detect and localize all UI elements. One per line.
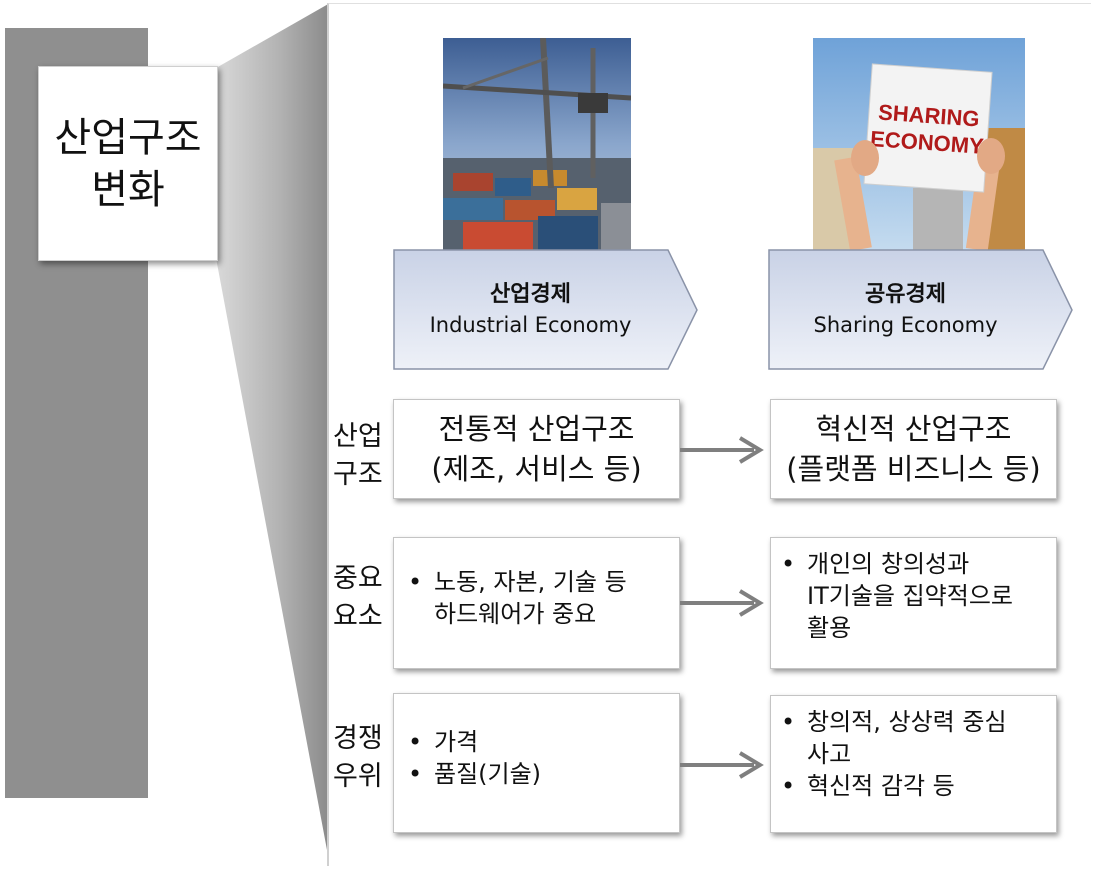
banner-korean-label: 공유경제: [865, 282, 946, 307]
sharing-economy-banner: 공유경제 Sharing Economy: [768, 249, 1043, 371]
title-box: 산업구조 변화: [38, 66, 218, 261]
arrow-row-1: [680, 436, 764, 464]
title-line-1: 산업구조: [54, 114, 202, 161]
industrial-port-photo: [443, 38, 631, 250]
banner-english-label: Sharing Economy: [813, 313, 998, 337]
title-line-2: 변화: [91, 166, 165, 213]
banner-english-label: Industrial Economy: [429, 313, 632, 337]
list-item: • 개인의 창의성과 IT기술을 집약적으로 활용: [781, 550, 1014, 642]
traditional-competitive-box: • 가격 • 품질(기술): [393, 693, 680, 833]
list-item: • 품질(기술): [408, 760, 542, 788]
sharing-economy-banner-shape: [768, 249, 1073, 370]
list-item: • 혁신적 감각 등: [781, 772, 955, 800]
traditional-industry-box: 전통적 산업구조 (제조, 서비스 등): [393, 399, 680, 499]
industrial-economy-banner-shape: [393, 249, 698, 370]
list-item: • 가격: [408, 728, 479, 756]
banner-korean-label: 산업경제: [490, 282, 571, 307]
sharing-economy-photo: SHARING ECONOMY: [813, 38, 1025, 250]
list-item: • 노동, 자본, 기술 등 하드웨어가 중요: [408, 568, 627, 628]
row-label-competitive-advantage: 경쟁 우위: [333, 723, 383, 792]
traditional-key-factors-box: • 노동, 자본, 기술 등 하드웨어가 중요: [393, 537, 680, 669]
arrow-row-2: [680, 589, 764, 617]
innovative-competitive-box: • 창의적, 상상력 중심 사고 • 혁신적 감각 등: [770, 695, 1057, 833]
arrow-row-3: [680, 751, 764, 779]
row-label-industry-structure: 산업 구조: [333, 421, 383, 490]
row-label-key-factors: 중요 요소: [333, 563, 383, 632]
list-item: • 창의적, 상상력 중심 사고: [781, 708, 1007, 768]
industrial-economy-banner: 산업경제 Industrial Economy: [393, 249, 668, 371]
innovative-industry-box: 혁신적 산업구조 (플랫폼 비즈니스 등): [770, 399, 1057, 499]
innovative-key-factors-box: • 개인의 창의성과 IT기술을 집약적으로 활용: [770, 537, 1057, 669]
